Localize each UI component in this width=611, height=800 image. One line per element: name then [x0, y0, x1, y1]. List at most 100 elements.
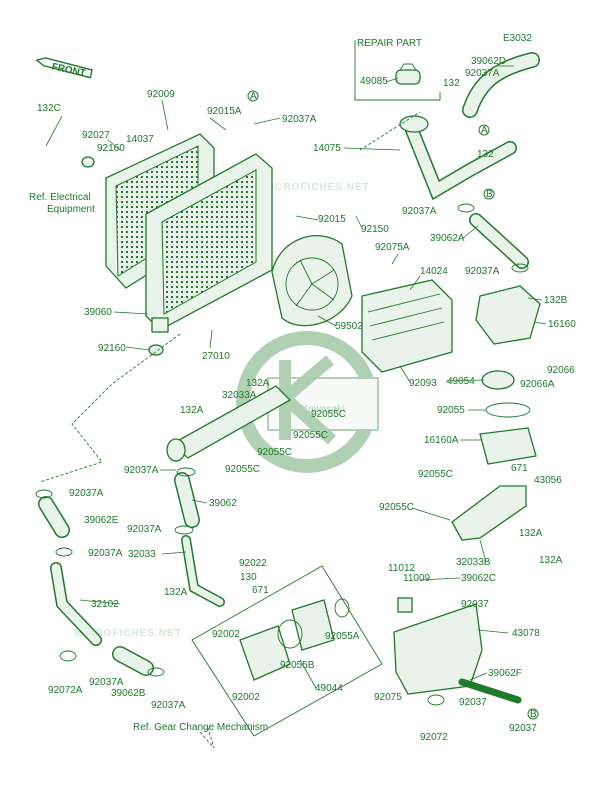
part-label: 92055C: [311, 409, 346, 420]
part-label: 92037: [509, 723, 537, 734]
part-label: 92015: [318, 214, 346, 225]
part-label: 14075: [313, 143, 341, 154]
part-label: 92093: [409, 378, 437, 389]
part-label: 132A: [539, 555, 563, 566]
part-label: 14024: [420, 266, 448, 277]
part-label: 132B: [544, 295, 568, 306]
ref-line-left: [39, 333, 181, 483]
part-label: 39062B: [111, 688, 146, 699]
hose-39062F: [458, 678, 522, 704]
part-label: 92075: [374, 692, 402, 703]
part-labels: 132C 92009 92027 14037 92160 92015A 9203…: [37, 56, 576, 743]
watermark-bottom: MICROFICHES.NET: [74, 628, 182, 639]
marker-b-top: B: [483, 188, 495, 200]
clamps: [35, 203, 529, 706]
part-label: 92037: [461, 599, 489, 610]
part-label: 92009: [147, 89, 175, 100]
logo-wordmark: Kawasaki: [302, 404, 345, 415]
part-label: 92066: [547, 365, 575, 376]
water-pump-body: [291, 599, 335, 651]
part-label: 92037A: [88, 548, 123, 559]
part-label: 92055C: [293, 430, 328, 441]
thermostat: [481, 370, 515, 390]
part-label: 43056: [534, 475, 562, 486]
water-pump-frame: [191, 565, 383, 737]
front-label: FRONT: [51, 62, 87, 80]
marker-b-label: B: [530, 709, 537, 720]
part-label: 92150: [361, 224, 389, 235]
watermark-top: MICROFICHES.NET: [262, 182, 370, 193]
marker-a-label: A: [481, 125, 488, 136]
part-label: 92055C: [418, 469, 453, 480]
part-label: 43078: [512, 628, 540, 639]
o-ring-92055: [485, 402, 531, 418]
part-label: 92072: [420, 732, 448, 743]
part-label: 39062A: [430, 233, 465, 244]
part-label: 11012: [388, 563, 416, 574]
part-label: 132A: [246, 378, 270, 389]
part-label: 92037A: [124, 465, 159, 476]
thermostat-housing: [475, 285, 541, 345]
part-label: 16160: [548, 319, 576, 330]
part-label: 59502: [335, 321, 363, 332]
part-label: 32033: [128, 549, 156, 560]
part-label: 92015A: [207, 106, 242, 117]
part-label: 92075A: [375, 242, 410, 253]
cooling-fan: [271, 235, 353, 327]
part-label: 39062: [209, 498, 237, 509]
grommet-92160: [148, 344, 164, 356]
part-label: 92160: [97, 143, 125, 154]
part-label: 39062C: [461, 573, 496, 584]
part-label: 92037A: [282, 114, 317, 125]
part-label: 32033A: [222, 390, 257, 401]
part-label: 27010: [202, 351, 230, 362]
ref-electrical-line2: Equipment: [47, 204, 95, 215]
part-label: 49044: [315, 683, 343, 694]
part-label: 92037A: [465, 68, 500, 79]
part-label: 92037A: [69, 488, 104, 499]
part-label: 14037: [126, 134, 154, 145]
leader-lines: [45, 65, 547, 689]
reserve-tank: [393, 603, 483, 695]
repair-part-bracket: REPAIR PART: [354, 38, 441, 101]
part-label: 39062D: [471, 56, 506, 67]
part-label: 92037A: [402, 206, 437, 217]
part-label: 11009: [403, 573, 431, 584]
part-label: 92002: [232, 692, 260, 703]
marker-a-right: A: [478, 124, 490, 136]
part-label: 132A: [180, 405, 204, 416]
part-label: 132: [477, 149, 494, 160]
part-label: 92055C: [225, 464, 260, 475]
part-label: 39060: [84, 307, 112, 318]
front-arrow-icon: FRONT: [35, 57, 93, 80]
marker-b-label: B: [486, 189, 493, 200]
ref-electrical-line1: Ref. Electrical: [29, 192, 91, 203]
part-label: 92055A: [325, 631, 360, 642]
part-label: 671: [252, 585, 269, 596]
part-label: 92037A: [151, 700, 186, 711]
part-label: 92037A: [89, 677, 124, 688]
thermostat-base: [479, 427, 537, 465]
part-label: 671: [511, 463, 528, 474]
part-label: 92037A: [127, 524, 162, 535]
part-label: 92055: [437, 405, 465, 416]
part-label: 92072A: [48, 685, 83, 696]
part-label: 132A: [519, 528, 543, 539]
repair-part-label: REPAIR PART: [357, 38, 422, 49]
part-label: 92055C: [379, 502, 414, 513]
part-label: 92027: [82, 130, 110, 141]
fan-shroud: [361, 279, 453, 373]
part-label: 49054: [447, 376, 475, 387]
part-label: 92160: [98, 343, 126, 354]
water-pump-cover: [239, 625, 291, 681]
ref-line-gear: [199, 727, 215, 749]
part-label: 92022: [239, 558, 267, 569]
water-pipe-32033B: [451, 485, 527, 541]
kawasaki-logo: Kawasaki: [236, 331, 379, 473]
part-label: 49085: [360, 76, 388, 87]
part-label: 16160A: [424, 435, 459, 446]
radiator-cap: [395, 69, 421, 85]
ref-gear-change: Ref. Gear Change Mechanism: [133, 722, 268, 733]
part-label: 92055C: [257, 447, 292, 458]
